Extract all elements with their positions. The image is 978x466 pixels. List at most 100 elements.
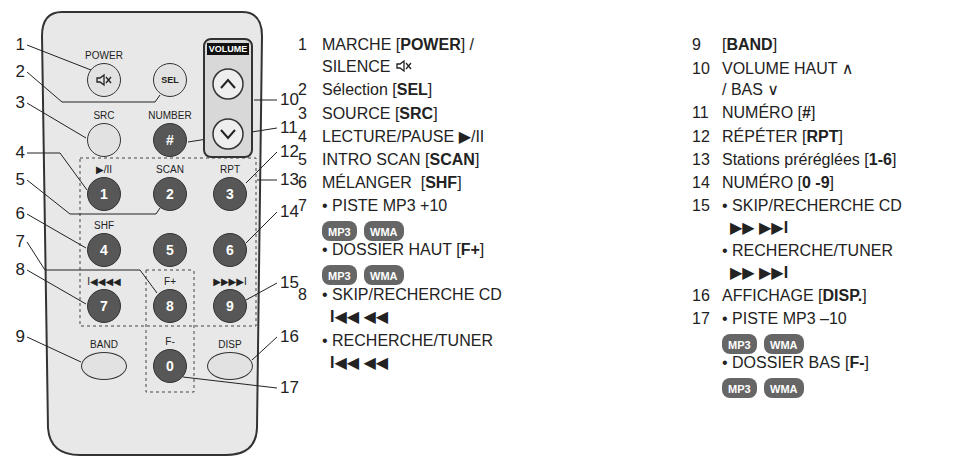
key-name: I◀◀ ◀◀ [330,354,388,371]
badge-text: WMA [370,226,398,238]
badge-text: WMA [370,270,398,282]
legend-text: MARCHE [ [322,36,400,53]
legend-row: NUMÉRO [#] [722,103,815,123]
round-button: 6 [213,233,247,267]
key-name: SRC [399,105,433,122]
round-button: SCAN2 [153,177,187,211]
legend-row: 17 [692,309,710,329]
key-name: SHF [425,174,457,191]
keypad-bracket [80,158,256,326]
key-name: I◀◀ ◀◀ [330,308,388,325]
legend-row: • PISTE MP3 +10 [322,196,447,216]
button-text: SEL [154,64,186,96]
round-button: RPT3 [213,177,247,211]
button-text: 3 [214,178,246,210]
mute-icon [396,58,412,78]
button-text: 6 [214,234,246,266]
round-button: ▶▶▶▶I9 [213,289,247,323]
legend-row: 14 [692,173,710,193]
legend-text: 16 [692,287,710,304]
key-name: POWER [400,36,460,53]
legend-text: 2 [298,81,307,98]
leader-line [27,153,87,190]
format-badge: WMA [364,265,404,285]
leader-line [27,103,86,138]
button-label: NUMBER [148,110,191,122]
legend-row: • SKIP/RECHERCHE CD [322,285,502,305]
legend-text: ] [428,81,432,98]
legend-text: • RECHERCHE/TUNER [322,332,493,349]
legend-text: 4 [298,128,307,145]
button-label: DISP [218,339,241,351]
button-label: RPT [220,164,240,176]
legend-row: Sélection [SEL] [322,80,432,100]
callout-number: 9 [3,327,25,347]
legend-text: • DOSSIER BAS [ [722,354,849,371]
badge-text: MP3 [728,339,751,351]
legend-text: ] / [461,36,474,53]
callout-number: 8 [3,260,25,280]
legend-text: ] [865,354,869,371]
key-name: F+ [461,241,480,258]
legend-row: 12 [692,127,710,147]
badge-text: WMA [770,383,798,395]
mute-icon [396,59,412,73]
leader-line [27,45,91,70]
legend-text: • SKIP/RECHERCHE CD [322,286,502,303]
legend-row: 3 [298,104,307,124]
legend-text: Sélection [ [322,81,397,98]
key-name: DISP. [822,287,862,304]
format-badge: MP3 [722,378,757,398]
remote-body [42,12,262,455]
legend-text: • DOSSIER HAUT [ [322,241,461,258]
legend-text: 6 [298,174,307,191]
legend-row: / BAS ∨ [722,80,779,100]
callout-number: 4 [3,143,25,163]
legend-text: ] [892,151,896,168]
legend-row: 1 [298,35,307,55]
key-name: # [802,104,811,121]
legend-row: 11 [692,103,709,123]
callout-number: 2 [3,62,25,82]
mute-icon [88,64,120,96]
legend-text: LECTURE/PAUSE ▶/II [322,128,484,145]
legend-row: VOLUME HAUT ∧ [722,59,853,79]
legend-text: ] [475,151,479,168]
mute-icon [96,73,112,87]
button-label: POWER [85,50,123,62]
legend-row: 16 [692,286,710,306]
legend-text: AFFICHAGE [ [722,287,822,304]
legend-text: NUMÉRO [ [722,104,802,121]
legend-row: 4 [298,127,307,147]
leader-line [254,100,277,101]
leader-line [27,270,86,304]
legend-row: 6 [298,173,307,193]
legend-text: • SKIP/RECHERCHE CD [722,197,902,214]
leader-line [257,180,277,181]
callout-number: 3 [3,93,25,113]
legend-text: ] [773,36,777,53]
button-label: SCAN [156,164,184,176]
callout-number: 7 [3,232,25,252]
button-label: F+ [164,276,176,288]
button-text: # [154,124,186,156]
round-button: POWER [87,63,121,97]
round-button: 5 [153,233,187,267]
legend-text: 15 [692,197,710,214]
legend-text: 10 [692,60,710,77]
legend-row: 8 [298,285,307,305]
oval-button: BAND [81,352,127,380]
round-button: I◀◀◀◀7 [87,289,121,323]
legend-text: 14 [692,174,710,191]
legend-row: I◀◀ ◀◀ [330,353,388,373]
legend-text: 9 [692,36,701,53]
leader-line [252,337,277,360]
legend-text: ] [862,287,866,304]
button-label: SHF [94,220,114,232]
legend-row: SILENCE [322,57,412,78]
legend-row: 7 [298,196,307,216]
legend-text: SILENCE [322,58,390,75]
key-name: 0 -9 [802,174,830,191]
legend-row: 10 [692,59,710,79]
